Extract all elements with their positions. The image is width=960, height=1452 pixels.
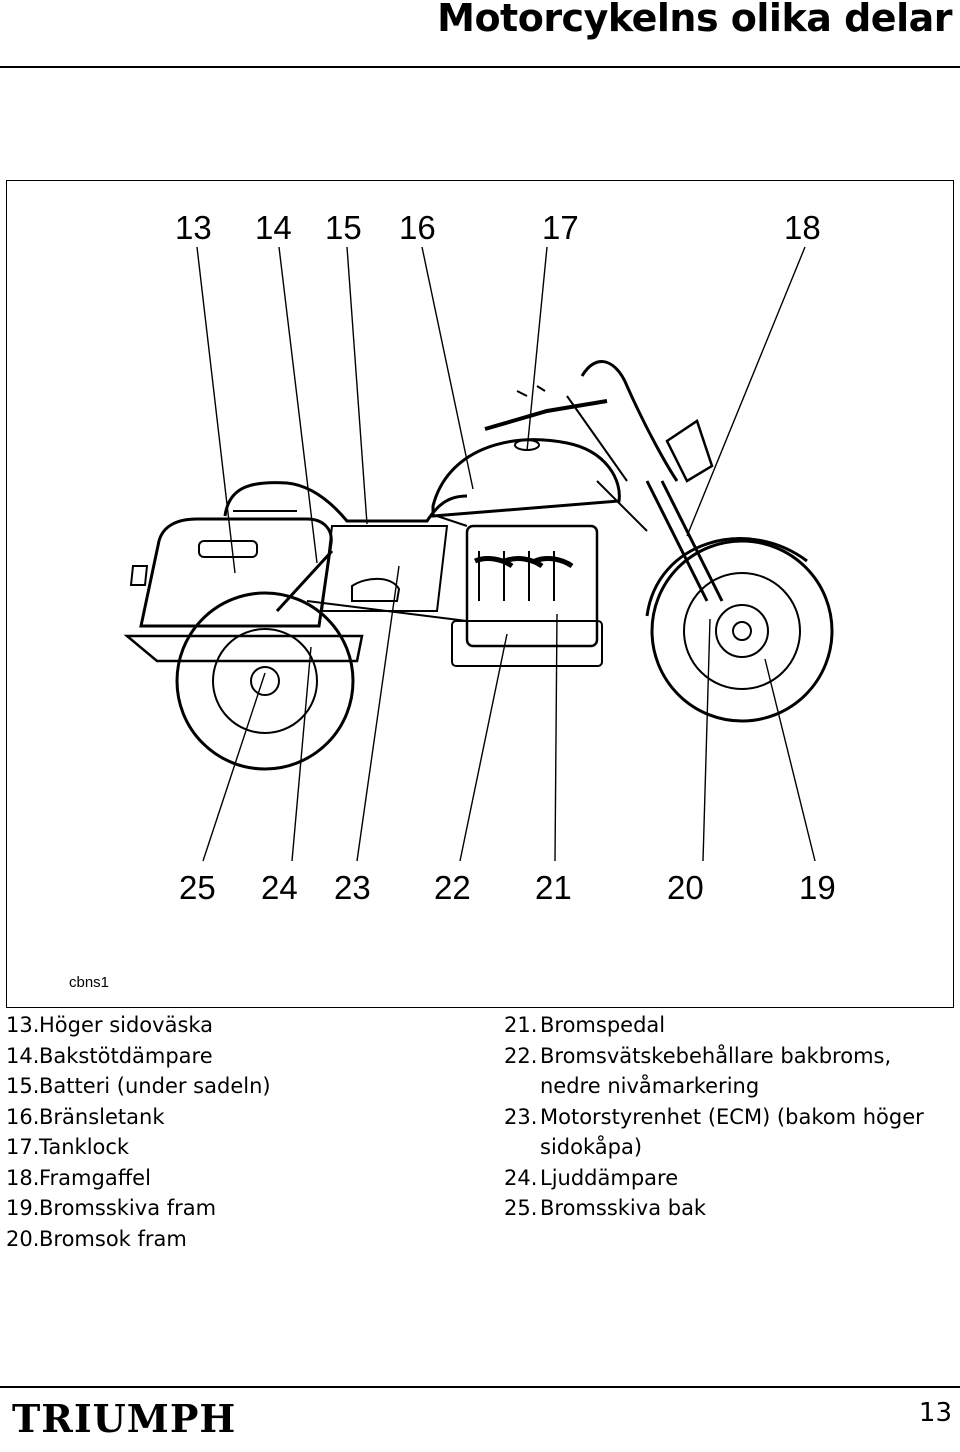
legend-item: 16.Bränsletank <box>6 1102 476 1133</box>
callout-17: 17 <box>542 209 579 246</box>
legend-text: Bromspedal <box>540 1013 666 1037</box>
legend-number: 19. <box>6 1196 40 1220</box>
legend-text: Bromsok fram <box>39 1226 187 1251</box>
legend-number: 22. <box>504 1043 538 1068</box>
legend-number: 23. <box>504 1104 538 1129</box>
callout-14: 14 <box>255 209 292 246</box>
motorcycle-illustration <box>123 246 834 862</box>
legend-item: 14.Bakstötdämpare <box>6 1041 476 1072</box>
legend-text: Bromsskiva bak <box>540 1196 707 1220</box>
callout-20: 20 <box>667 869 704 906</box>
legend-text: Framgaffel <box>39 1165 151 1190</box>
legend-text: Bromsvätskebehållare bakbroms, nedre niv… <box>540 1043 892 1099</box>
legend-text: Motorstyrenhet (ECM) (bakom höger sidokå… <box>540 1104 924 1160</box>
legend-item: 25.Bromsskiva bak <box>504 1193 956 1224</box>
legend-item: 21.Bromspedal <box>504 1010 956 1041</box>
legend-number: 20. <box>6 1226 40 1251</box>
legend-number: 24. <box>504 1165 538 1190</box>
legend-number: 14. <box>6 1043 40 1068</box>
figure-code: cbns1 <box>69 974 110 991</box>
callout-22: 22 <box>434 869 471 906</box>
legend-item: 19.Bromsskiva fram <box>6 1193 476 1224</box>
callout-18: 18 <box>784 209 821 246</box>
triumph-logo: TRIUMPH <box>12 1396 237 1441</box>
legend-item: 20.Bromsok fram <box>6 1224 476 1255</box>
page-number: 13 <box>918 1398 952 1428</box>
legend-number: 13. <box>6 1013 40 1037</box>
legend-item: 15.Batteri (under sadeln) <box>6 1071 476 1102</box>
callout-25: 25 <box>179 869 216 906</box>
footer-rule <box>0 1386 960 1388</box>
legend-number: 25. <box>504 1196 538 1220</box>
callout-15: 15 <box>325 209 362 246</box>
callout-19: 19 <box>799 869 836 906</box>
legend-item: 13.Höger sidoväska <box>6 1010 476 1041</box>
legend-item: 24.Ljuddämpare <box>504 1163 956 1194</box>
header-rule <box>0 66 960 68</box>
motorcycle-figure: 13 14 15 16 17 18 25 24 23 22 21 20 19 c… <box>6 180 954 1008</box>
legend-number: 18. <box>6 1165 40 1190</box>
legend-item: 22.Bromsvätskebehållare bakbroms, nedre … <box>504 1041 956 1102</box>
callout-23: 23 <box>334 869 371 906</box>
legend-number: 21. <box>504 1013 538 1037</box>
legend-text: Bromsskiva fram <box>39 1196 217 1220</box>
callout-13: 13 <box>175 209 212 246</box>
legend-item: 23.Motorstyrenhet (ECM) (bakom höger sid… <box>504 1102 956 1163</box>
legend-text: Ljuddämpare <box>540 1165 679 1190</box>
legend-text: Tanklock <box>39 1135 130 1159</box>
legend-text: Batteri (under sadeln) <box>39 1074 271 1098</box>
legend-right: 21.Bromspedal 22.Bromsvätskebehållare ba… <box>504 1010 956 1224</box>
legend-text: Höger sidoväska <box>39 1013 214 1037</box>
callout-21: 21 <box>535 869 572 906</box>
legend-number: 15. <box>6 1074 40 1098</box>
legend-text: Bränsletank <box>39 1104 165 1129</box>
legend-item: 17.Tanklock <box>6 1132 476 1163</box>
page-title: Motorcykelns olika delar <box>437 0 952 40</box>
legend-left: 13.Höger sidoväska 14.Bakstötdämpare 15.… <box>6 1010 476 1254</box>
legend-item: 18.Framgaffel <box>6 1163 476 1194</box>
legend-number: 16. <box>6 1104 40 1129</box>
legend-number: 17. <box>6 1135 40 1159</box>
legend-text: Bakstötdämpare <box>39 1043 213 1068</box>
callout-16: 16 <box>399 209 436 246</box>
callout-24: 24 <box>261 869 298 906</box>
